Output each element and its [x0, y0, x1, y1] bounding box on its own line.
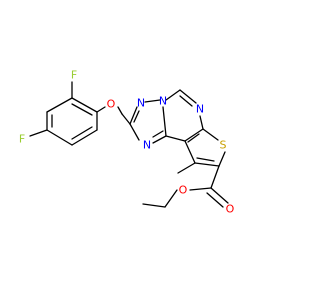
bond-pyr-c8-c9	[165, 135, 186, 142]
bond-thi-c-c8	[184, 140, 196, 164]
bond-thi-c-c	[194, 162, 220, 167]
atom-f-top: F	[71, 69, 77, 82]
bond-thi-s-c	[218, 151, 226, 167]
atom-o-ester: O	[179, 184, 188, 197]
bond-tri-n4-c9	[162, 106, 167, 137]
bond-tri-c9-n1	[152, 135, 167, 144]
bond-pyr-n4-c5	[165, 89, 181, 101]
bond-pyr-c5-n6-double	[179, 95, 193, 107]
atom-n-triazole-top: N	[137, 97, 145, 110]
bond-carbonyl-double	[206, 192, 224, 208]
bond-pyr-n6-c7	[199, 115, 204, 130]
atom-n-triazole-bridge: N	[159, 95, 167, 108]
atom-n-triazole-low: N	[143, 139, 151, 152]
bond-ring-c2-c3	[46, 97, 73, 113]
atom-s-thiophene: S	[220, 139, 227, 152]
bond-o-ch2	[117, 106, 123, 115]
atom-n-pyrimidine: N	[196, 103, 204, 116]
bond-tri-n3-n4	[144, 99, 161, 103]
bond-ring-c1-c2	[71, 97, 98, 113]
bond-thi-c7-c8-inner	[187, 133, 200, 143]
bond-carbonyl	[210, 187, 229, 204]
bond-ring-inner-1	[71, 103, 93, 116]
bond-tri-c9-n1-double	[152, 130, 164, 138]
bond-thi-c-c-double	[196, 157, 215, 162]
bond-c4-f	[29, 129, 48, 137]
bond-tri-c2-n3	[129, 106, 138, 125]
molecule-canvas: F F O N N N N S O O	[19, 69, 235, 216]
bond-tri-n1-c2	[129, 123, 140, 141]
bond-thi-c7-s	[202, 128, 219, 141]
bond-ch2-c-triazole	[121, 113, 131, 125]
atom-o-ether: O	[107, 98, 116, 111]
bond-c1-o	[96, 106, 106, 113]
atom-f-left: F	[19, 133, 25, 146]
bond-methyl	[177, 162, 196, 174]
bond-c-ester-carbon	[210, 165, 220, 189]
bond-ethyl	[142, 203, 166, 208]
bond-ester-o	[189, 187, 212, 191]
atom-o-carbonyl: O	[226, 203, 235, 216]
bond-o-ethyl	[164, 189, 178, 208]
bond-pyr-c5-n6	[179, 89, 197, 104]
structure-drawing: F F O N N N N S O O	[19, 69, 235, 216]
bond-tri-c2-n3-double	[133, 110, 140, 123]
bond-ring-c4-c5	[46, 129, 73, 146]
bond-ring-inner-3	[71, 126, 93, 140]
bond-ring-c5-c6	[71, 129, 98, 146]
bond-pyr-c7-c8	[184, 128, 204, 142]
